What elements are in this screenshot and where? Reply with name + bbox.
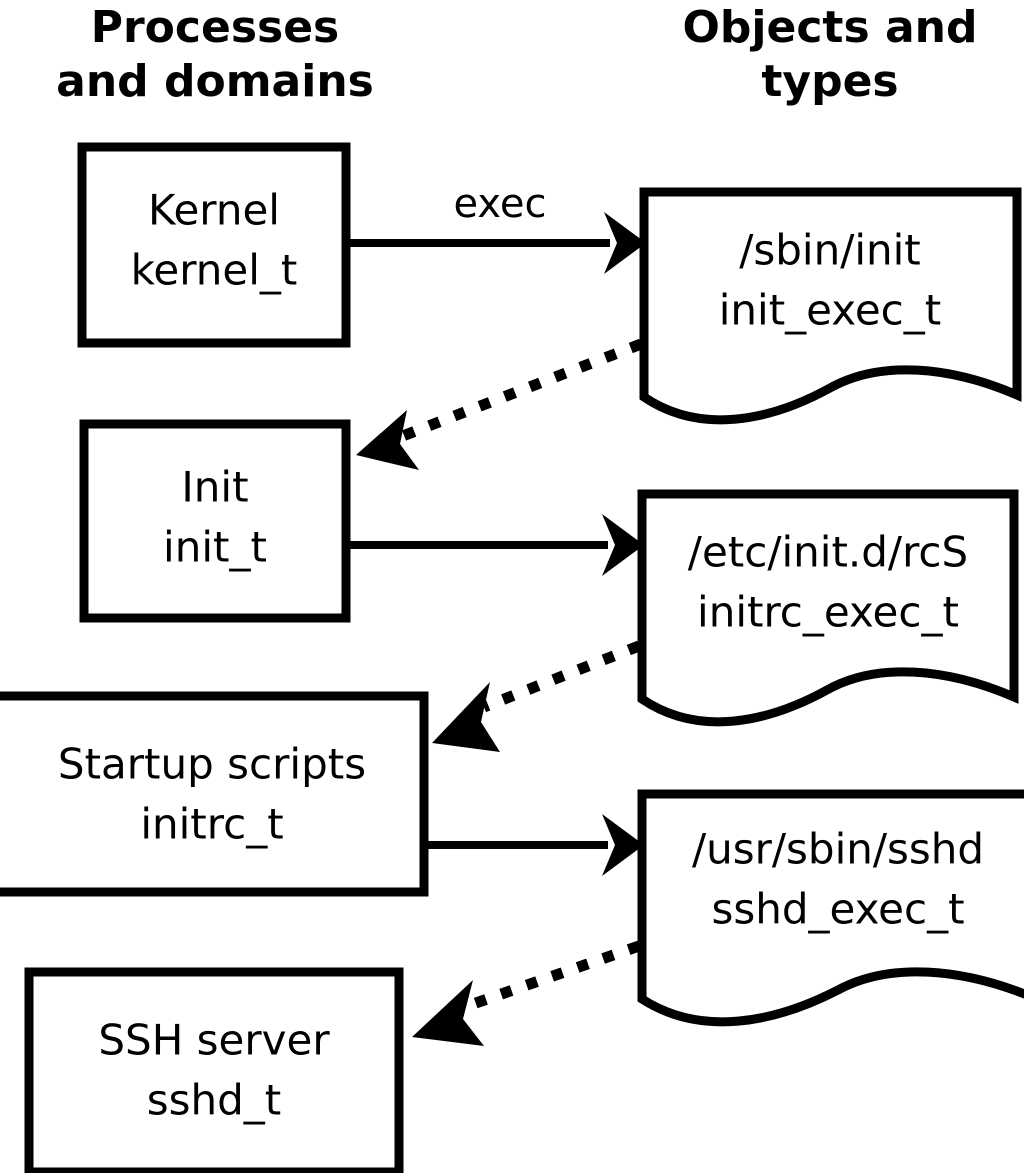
object-node-initrc-exec-path: /etc/init.d/rcS [688, 528, 968, 577]
process-node-init-type: init_t [163, 523, 267, 572]
edge-init-exec-transition-init [356, 338, 643, 470]
column-header-right-line1: Objects and [683, 2, 978, 53]
column-header-left-line2: and domains [56, 56, 374, 107]
process-node-sshd-type: sshd_t [147, 1076, 282, 1125]
edge-init-exec-initrc-exec [346, 514, 644, 576]
edge-initrc-exec-arrowhead [602, 814, 644, 876]
object-node-init-exec-path: /sbin/init [739, 226, 921, 275]
process-node-init-name: Init [181, 463, 248, 512]
edge-label-exec: exec [454, 181, 547, 227]
object-node-sshd-exec-path: /usr/sbin/sshd [692, 825, 984, 874]
column-header-left: Processes and domains [56, 2, 374, 107]
edge-init-transition-line [398, 338, 643, 443]
process-node-init[interactable]: Init init_t [79, 419, 351, 623]
process-node-initrc-box[interactable] [0, 691, 429, 897]
process-node-initrc-type: initrc_t [140, 800, 283, 849]
object-node-sshd-exec[interactable]: /usr/sbin/sshd sshd_exec_t [637, 789, 1024, 1027]
column-header-right-line2: types [761, 56, 898, 107]
process-node-initrc[interactable]: Startup scripts initrc_t [0, 691, 429, 897]
edge-init-exec-arrowhead [602, 514, 644, 576]
edge-initrc-transition-arrowhead [432, 682, 500, 752]
edge-init-transition-arrowhead [356, 410, 419, 470]
edge-initrc-exec-transition-initrc [432, 640, 642, 752]
process-node-kernel-box[interactable] [77, 142, 351, 348]
process-node-kernel[interactable]: Kernel kernel_t [77, 142, 351, 348]
object-node-init-exec[interactable]: /sbin/init init_exec_t [639, 187, 1022, 425]
object-node-initrc-exec-document[interactable] [637, 489, 1019, 727]
process-node-sshd-box[interactable] [24, 967, 404, 1173]
edge-sshd-transition-arrowhead [412, 980, 484, 1046]
process-node-initrc-name: Startup scripts [58, 740, 366, 789]
object-node-initrc-exec[interactable]: /etc/init.d/rcS initrc_exec_t [637, 489, 1019, 727]
process-node-kernel-type: kernel_t [131, 246, 298, 295]
process-node-sshd-name: SSH server [98, 1016, 330, 1065]
column-header-left-line1: Processes [91, 2, 340, 53]
object-node-sshd-exec-document[interactable] [637, 789, 1024, 1027]
object-node-initrc-exec-type: initrc_exec_t [697, 588, 959, 637]
process-node-sshd[interactable]: SSH server sshd_t [24, 967, 404, 1173]
object-node-init-exec-type: init_exec_t [719, 286, 942, 335]
process-node-kernel-name: Kernel [148, 186, 280, 235]
edge-kernel-exec-arrowhead [604, 212, 646, 274]
process-node-init-box[interactable] [79, 419, 351, 623]
edge-initrc-transition-line [481, 640, 642, 713]
object-node-init-exec-document[interactable] [639, 187, 1022, 425]
edge-sshd-transition-line [468, 940, 641, 1011]
edge-initrc-exec-sshd-exec [424, 814, 644, 876]
object-node-sshd-exec-type: sshd_exec_t [711, 885, 964, 934]
edge-sshd-exec-transition-sshd [412, 940, 641, 1046]
column-header-right: Objects and types [683, 2, 978, 107]
edge-kernel-exec-init-exec: exec [346, 181, 646, 274]
